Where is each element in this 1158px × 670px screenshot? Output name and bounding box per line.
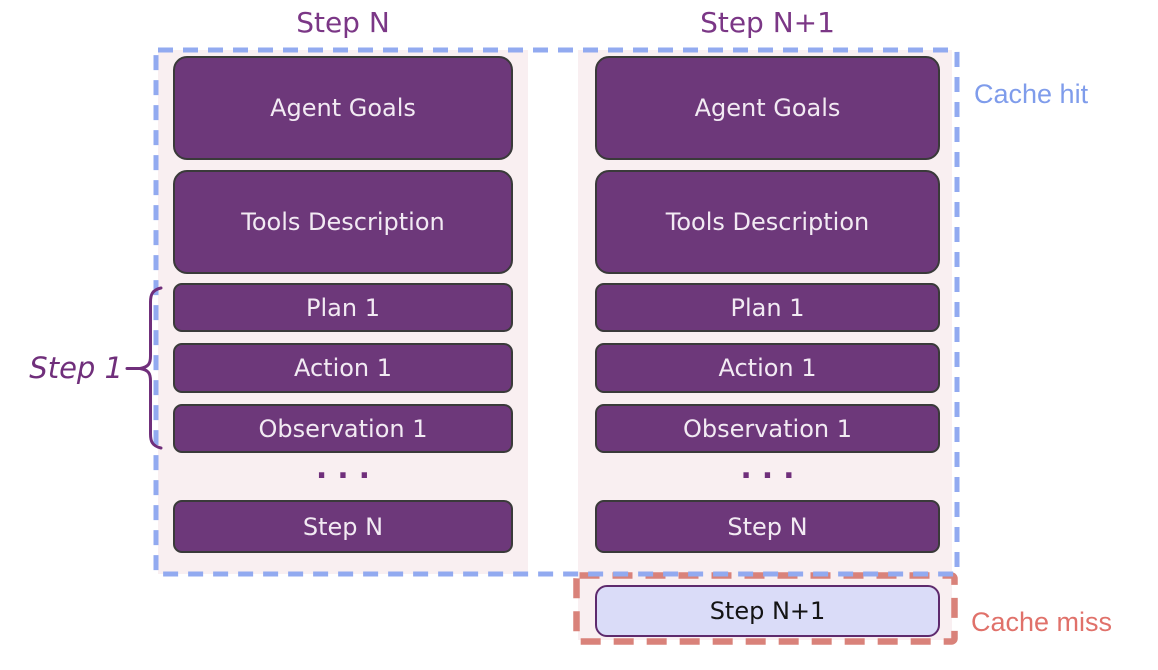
agent-goals-box-right: Agent Goals	[595, 56, 940, 160]
column-title-step-n: Step N	[296, 6, 390, 39]
step-n-box-left: Step N	[173, 500, 513, 553]
step-n-plus-1-new-box: Step N+1	[595, 585, 940, 637]
tools-description-box-right: Tools Description	[595, 170, 940, 274]
observation-1-box-right: Observation 1	[595, 404, 940, 453]
action-1-box-left: Action 1	[173, 343, 513, 393]
cache-miss-label: Cache miss	[971, 607, 1113, 637]
plan-1-box-right: Plan 1	[595, 283, 940, 332]
step-1-label: Step 1	[29, 351, 123, 385]
step-1-bracket	[125, 286, 163, 450]
plan-1-box-left: Plan 1	[173, 283, 513, 332]
observation-1-box-left: Observation 1	[173, 404, 513, 453]
ellipsis-left: ...	[315, 451, 381, 486]
agent-goals-box-left: Agent Goals	[173, 56, 513, 160]
ellipsis-right: ...	[740, 451, 805, 486]
cache-hit-label: Cache hit	[974, 79, 1089, 109]
step-n-box-right: Step N	[595, 500, 940, 553]
action-1-box-right: Action 1	[595, 343, 940, 393]
column-title-step-n-plus-1: Step N+1	[700, 6, 835, 39]
tools-description-box-left: Tools Description	[173, 170, 513, 274]
